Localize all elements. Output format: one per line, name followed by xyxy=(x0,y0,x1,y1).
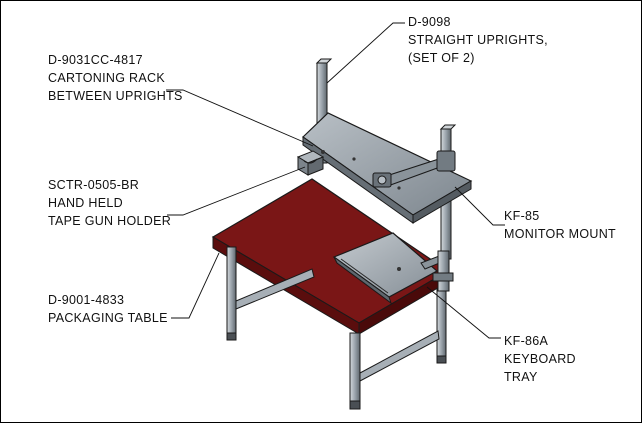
uprights-label-line-2: (SET OF 2) xyxy=(408,51,475,65)
uprights-label-line-1: STRAIGHT UPRIGHTS, xyxy=(408,33,548,47)
callout-monitor-mount: KF-85 MONITOR MOUNT xyxy=(504,207,616,243)
leader-packaging-table xyxy=(171,252,220,319)
leader-cartoning-rack xyxy=(166,89,314,147)
callout-keyboard-tray: KF-86A KEYBOARD TRAY xyxy=(504,332,576,386)
callout-tape-gun-holder: SCTR-0505-BR HAND HELD TAPE GUN HOLDER xyxy=(48,176,171,230)
callout-packaging-table: D-9001-4833 PACKAGING TABLE xyxy=(48,291,168,327)
uprights-part-number: D-9098 xyxy=(408,15,451,29)
tape-gun-part-number: SCTR-0505-BR xyxy=(48,178,140,192)
tape-gun-holder xyxy=(296,150,325,176)
cartoning-rack-part-number: D-9031CC-4817 xyxy=(48,53,143,67)
leader-monitor-mount xyxy=(454,186,505,226)
leader-tape-gun xyxy=(167,166,306,216)
leader-keyboard-tray xyxy=(426,286,501,339)
packaging-table-part-number: D-9001-4833 xyxy=(48,293,125,307)
keyboard-tray-part-number: KF-86A xyxy=(504,334,549,348)
cartoning-rack-shelf xyxy=(302,112,473,224)
monitor-mount-bracket xyxy=(372,150,456,188)
right-post-lower xyxy=(432,250,454,292)
packaging-table-label-line-1: PACKAGING TABLE xyxy=(48,311,168,325)
table-legs xyxy=(226,246,440,410)
leader-uprights xyxy=(326,22,405,84)
keyboard-tray-label-line-2: TRAY xyxy=(504,370,538,384)
callout-cartoning-rack: D-9031CC-4817 CARTONING RACK BETWEEN UPR… xyxy=(48,51,183,105)
monitor-mount-label-line-1: MONITOR MOUNT xyxy=(504,227,616,241)
leader-lines xyxy=(166,22,505,339)
keyboard-tray-label-line-1: KEYBOARD xyxy=(504,352,576,366)
cartoning-rack-label-line-2: BETWEEN UPRIGHTS xyxy=(48,89,183,103)
monitor-mount-part-number: KF-85 xyxy=(504,209,540,223)
callout-uprights: D-9098 STRAIGHT UPRIGHTS, (SET OF 2) xyxy=(408,13,548,67)
cartoning-rack-label-line-1: CARTONING RACK xyxy=(48,71,165,85)
tape-gun-label-line-1: HAND HELD xyxy=(48,196,123,210)
tape-gun-label-line-2: TAPE GUN HOLDER xyxy=(48,214,172,228)
